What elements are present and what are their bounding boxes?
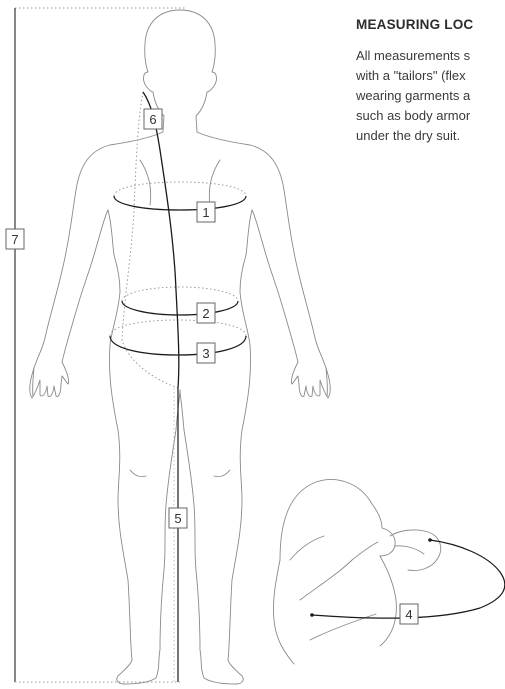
chest-measure xyxy=(114,182,246,210)
description-line: wearing garments a xyxy=(356,86,505,106)
svg-text:1: 1 xyxy=(202,205,209,220)
description-line: with a "tailors" (flex xyxy=(356,66,505,86)
side-length-line xyxy=(143,92,179,388)
marker-1: 1 xyxy=(197,202,215,222)
body-outline xyxy=(30,10,330,684)
marker-3: 3 xyxy=(197,343,215,363)
waist-measure xyxy=(122,287,238,315)
svg-text:7: 7 xyxy=(11,232,18,247)
marker-7: 7 xyxy=(6,229,24,249)
marker-4: 4 xyxy=(400,604,418,624)
description-line: All measurements s xyxy=(356,46,505,66)
marker-5: 5 xyxy=(169,508,187,528)
description-text: All measurements s with a "tailors" (fle… xyxy=(356,46,505,146)
description-line: such as body armor xyxy=(356,106,505,126)
svg-text:6: 6 xyxy=(149,112,156,127)
section-heading: MEASURING LOC xyxy=(356,17,473,32)
marker-2: 2 xyxy=(197,303,215,323)
svg-text:3: 3 xyxy=(202,346,209,361)
svg-text:4: 4 xyxy=(405,607,412,622)
marker-6: 6 xyxy=(144,109,162,129)
svg-text:5: 5 xyxy=(174,511,181,526)
svg-text:2: 2 xyxy=(202,306,209,321)
arm-sketch xyxy=(273,479,440,664)
description-line: under the dry suit. xyxy=(356,126,505,146)
